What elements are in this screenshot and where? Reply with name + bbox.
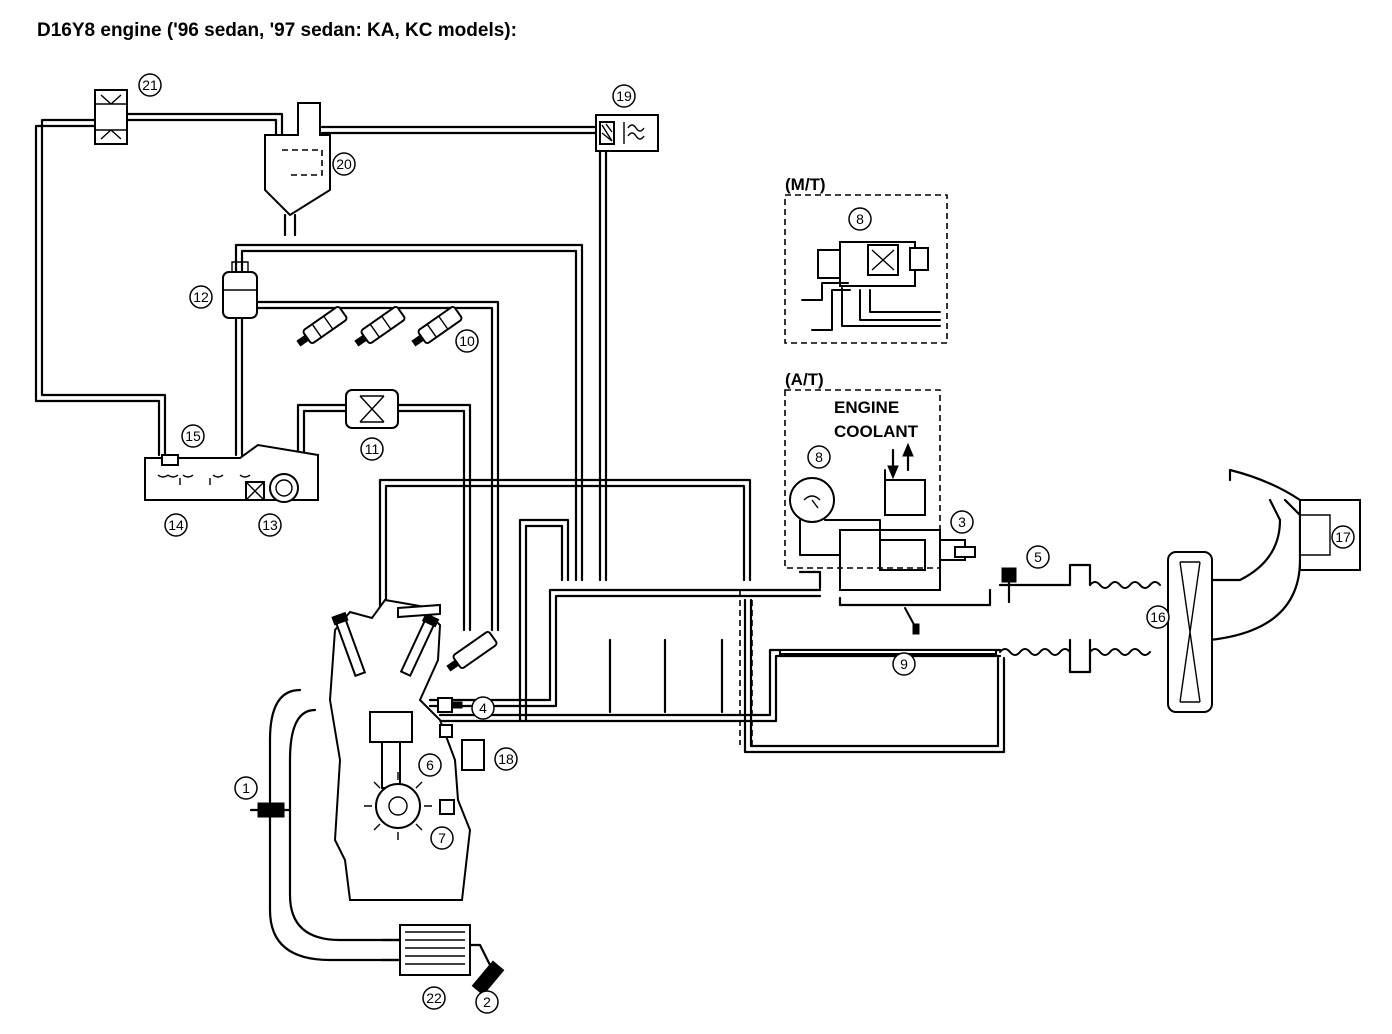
callout-2: 2 <box>475 990 499 1014</box>
diagram-title: D16Y8 engine ('96 sedan, '97 sedan: KA, … <box>37 20 517 41</box>
callout-10: 10 <box>455 329 479 353</box>
hose-network <box>34 112 1302 967</box>
inset-mt <box>784 194 948 344</box>
svg-text:10: 10 <box>459 333 475 349</box>
svg-text:17: 17 <box>1335 529 1351 545</box>
svg-text:22: 22 <box>426 990 442 1006</box>
component-3-throttle-body <box>839 529 976 591</box>
component-5-sensor <box>1001 567 1017 604</box>
callout-20: 20 <box>332 152 356 176</box>
svg-text:20: 20 <box>336 156 352 172</box>
svg-text:21: 21 <box>142 77 158 93</box>
callout-19: 19 <box>612 84 636 108</box>
callout-4: 4 <box>471 696 495 720</box>
svg-text:8: 8 <box>856 211 864 227</box>
callout-1: 1 <box>234 776 258 800</box>
svg-text:5: 5 <box>1034 549 1042 565</box>
callout-22: 22 <box>422 986 446 1010</box>
component-13-fuel-pump <box>245 473 299 503</box>
svg-text:2: 2 <box>483 994 491 1010</box>
svg-text:9: 9 <box>900 656 908 672</box>
callouts: 1 2 3 4 5 6 7 8 8 9 10 11 12 13 14 15 16… <box>138 73 1355 1014</box>
svg-text:12: 12 <box>193 289 209 305</box>
svg-text:18: 18 <box>498 751 514 767</box>
svg-text:3: 3 <box>958 514 966 530</box>
callout-6: 6 <box>418 753 442 777</box>
component-22-catalytic-converter <box>380 924 471 976</box>
callout-7: 7 <box>430 826 454 850</box>
component-16-air-cleaner <box>1167 551 1213 713</box>
mt-inset-label: (M/T) <box>785 175 826 194</box>
svg-text:14: 14 <box>168 517 184 533</box>
component-20-canister <box>264 102 331 237</box>
svg-text:8: 8 <box>815 449 823 465</box>
svg-text:1: 1 <box>242 780 250 796</box>
callout-16: 16 <box>1146 605 1170 629</box>
callout-13: 13 <box>258 513 282 537</box>
component-2-o2-sensor <box>471 960 505 996</box>
component-17-intake-duct <box>1299 499 1361 571</box>
svg-text:19: 19 <box>616 88 632 104</box>
engine-coolant-label-line1: ENGINE <box>834 398 899 417</box>
callout-12: 12 <box>189 285 213 309</box>
component-19-valve <box>595 114 659 152</box>
callout-15: 15 <box>181 424 205 448</box>
callout-21: 21 <box>138 73 162 97</box>
svg-text:13: 13 <box>262 517 278 533</box>
component-ground-strap <box>904 607 920 635</box>
callout-8-at: 8 <box>807 445 831 469</box>
svg-text:4: 4 <box>479 700 487 716</box>
component-1-sensor <box>249 802 292 818</box>
callout-8-mt: 8 <box>848 207 872 231</box>
callout-14: 14 <box>164 513 188 537</box>
component-11-fuel-filter <box>345 389 399 429</box>
svg-text:11: 11 <box>365 441 380 457</box>
component-21-valve <box>94 89 128 145</box>
callout-5: 5 <box>1026 545 1050 569</box>
component-9-resonator <box>779 649 997 655</box>
engine-coolant-label-line2: COOLANT <box>834 422 919 441</box>
callout-18: 18 <box>494 747 518 771</box>
component-injector-at-engine <box>446 631 498 672</box>
component-12-pressure-regulator <box>222 261 258 319</box>
svg-text:15: 15 <box>185 428 201 444</box>
inset-at <box>784 389 941 569</box>
at-inset-label: (A/T) <box>785 370 824 389</box>
svg-text:16: 16 <box>1150 609 1166 625</box>
callout-17: 17 <box>1331 525 1355 549</box>
svg-text:7: 7 <box>438 830 446 846</box>
engine-cross-section <box>328 598 472 901</box>
svg-text:6: 6 <box>426 757 434 773</box>
callout-11: 11 <box>360 437 384 461</box>
callout-9: 9 <box>892 652 916 676</box>
component-sensors-engine <box>437 697 485 815</box>
component-10-injectors <box>296 306 463 347</box>
callout-3: 3 <box>950 510 974 534</box>
